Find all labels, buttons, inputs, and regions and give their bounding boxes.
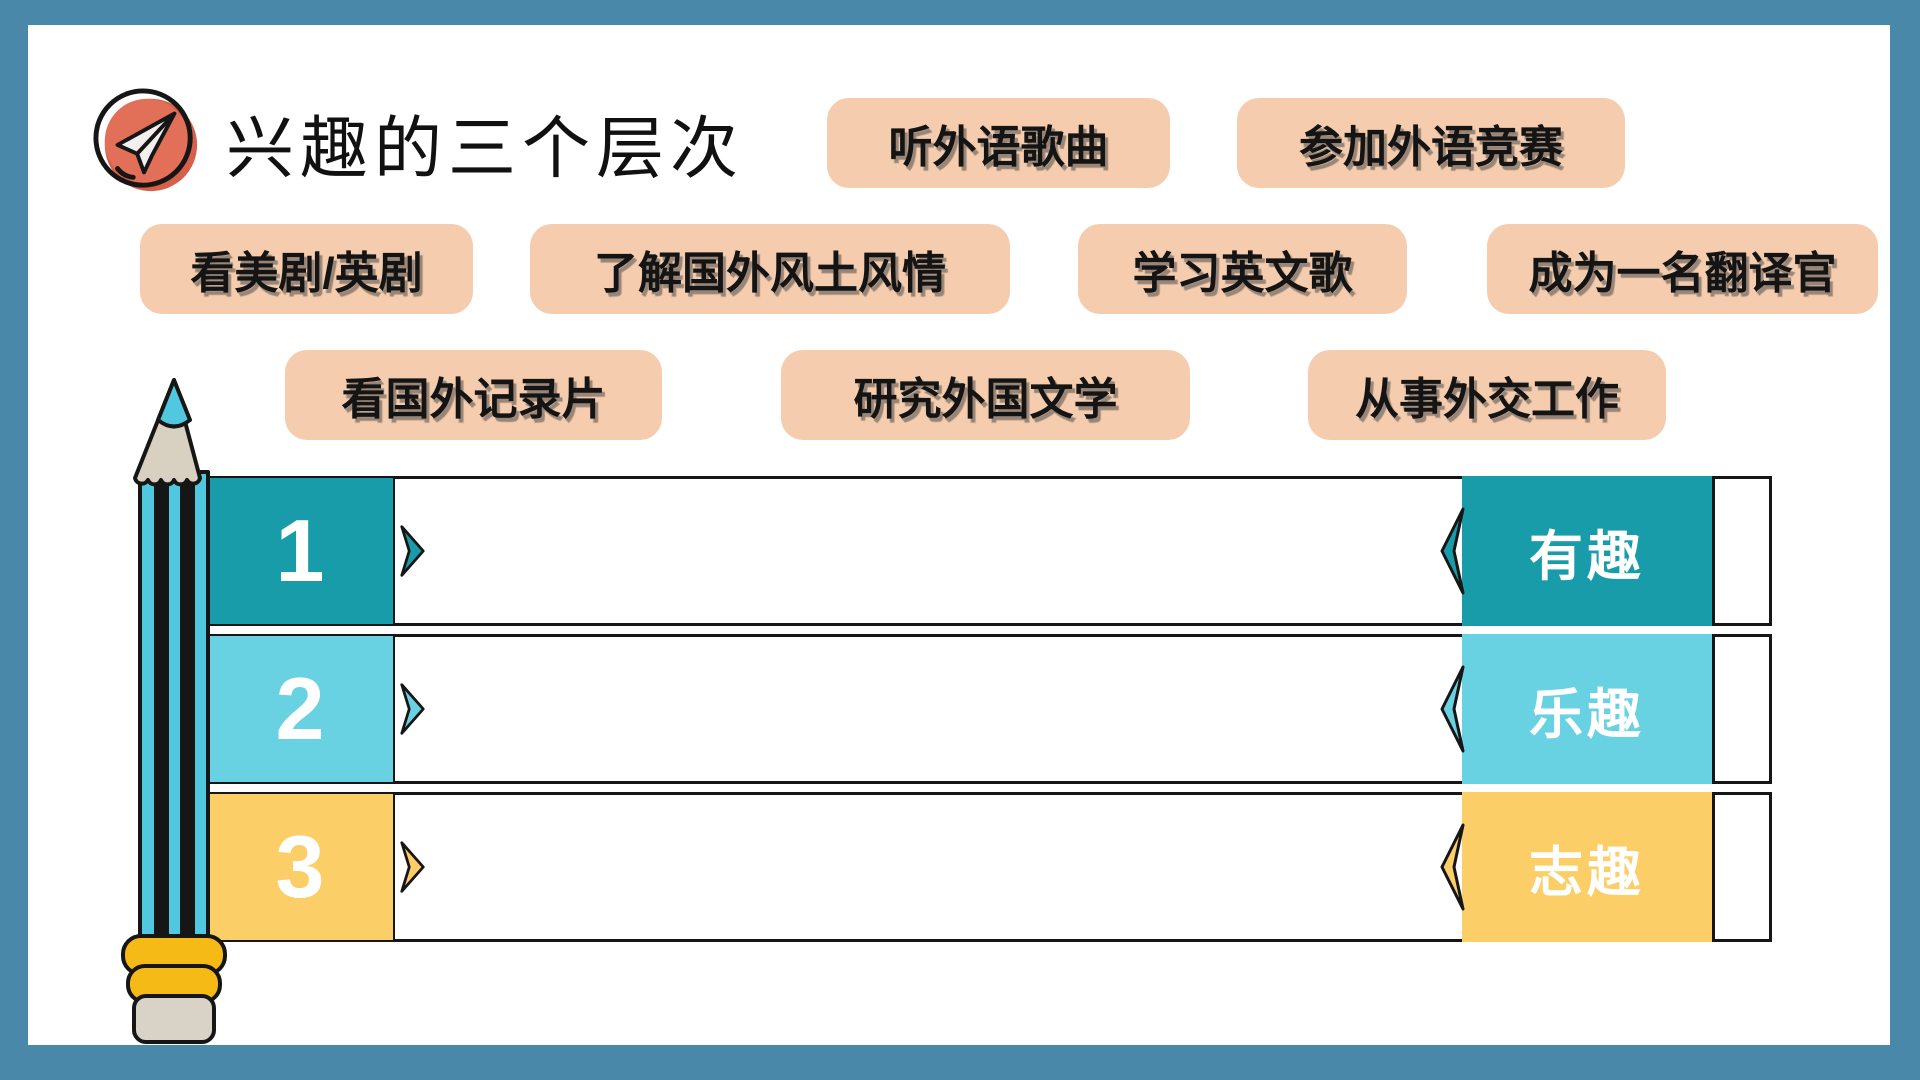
level-number: 1 — [275, 501, 325, 600]
level-label: 志趣 — [1529, 842, 1645, 903]
chevron-left-icon — [1440, 507, 1465, 595]
level-label-block: 志趣 — [1440, 792, 1715, 942]
level-bar-3: 3 志趣 — [205, 792, 1772, 942]
chevron-left-icon — [1440, 665, 1465, 753]
tag-foreign-documentary: 看国外记录片 — [285, 350, 662, 440]
level-number-block: 3 — [205, 792, 395, 942]
chevron-right-icon — [400, 525, 425, 577]
tag-foreign-customs: 了解国外风土风情 — [530, 224, 1010, 314]
level-bar-2: 2 乐趣 — [205, 634, 1772, 784]
level-bar-1: 1 有趣 — [205, 476, 1772, 626]
level-number: 3 — [275, 817, 325, 916]
level-number: 2 — [275, 659, 325, 758]
chevron-right-icon — [400, 683, 425, 735]
tag-watch-us-uk-drama: 看美剧/英剧 — [140, 224, 473, 314]
chevron-left-icon — [1440, 823, 1465, 911]
pencil-illustration — [121, 378, 227, 1044]
tag-become-translator: 成为一名翻译官 — [1487, 224, 1878, 314]
level-number-block: 2 — [205, 634, 395, 784]
chevron-right-icon — [400, 841, 425, 893]
level-label: 有趣 — [1529, 526, 1645, 587]
level-label-block: 有趣 — [1440, 476, 1715, 626]
level-number-block: 1 — [205, 476, 395, 626]
tag-language-contest: 参加外语竞赛 — [1237, 98, 1625, 188]
level-label: 乐趣 — [1529, 684, 1645, 745]
level-label-block: 乐趣 — [1440, 634, 1715, 784]
tag-listen-foreign-songs: 听外语歌曲 — [827, 98, 1170, 188]
paper-plane-icon — [93, 88, 198, 192]
tag-diplomatic-work: 从事外交工作 — [1308, 350, 1666, 440]
tag-learn-english-songs: 学习英文歌 — [1078, 224, 1407, 314]
tag-foreign-literature: 研究外国文学 — [781, 350, 1190, 440]
page-title: 兴趣的三个层次 — [226, 110, 745, 187]
